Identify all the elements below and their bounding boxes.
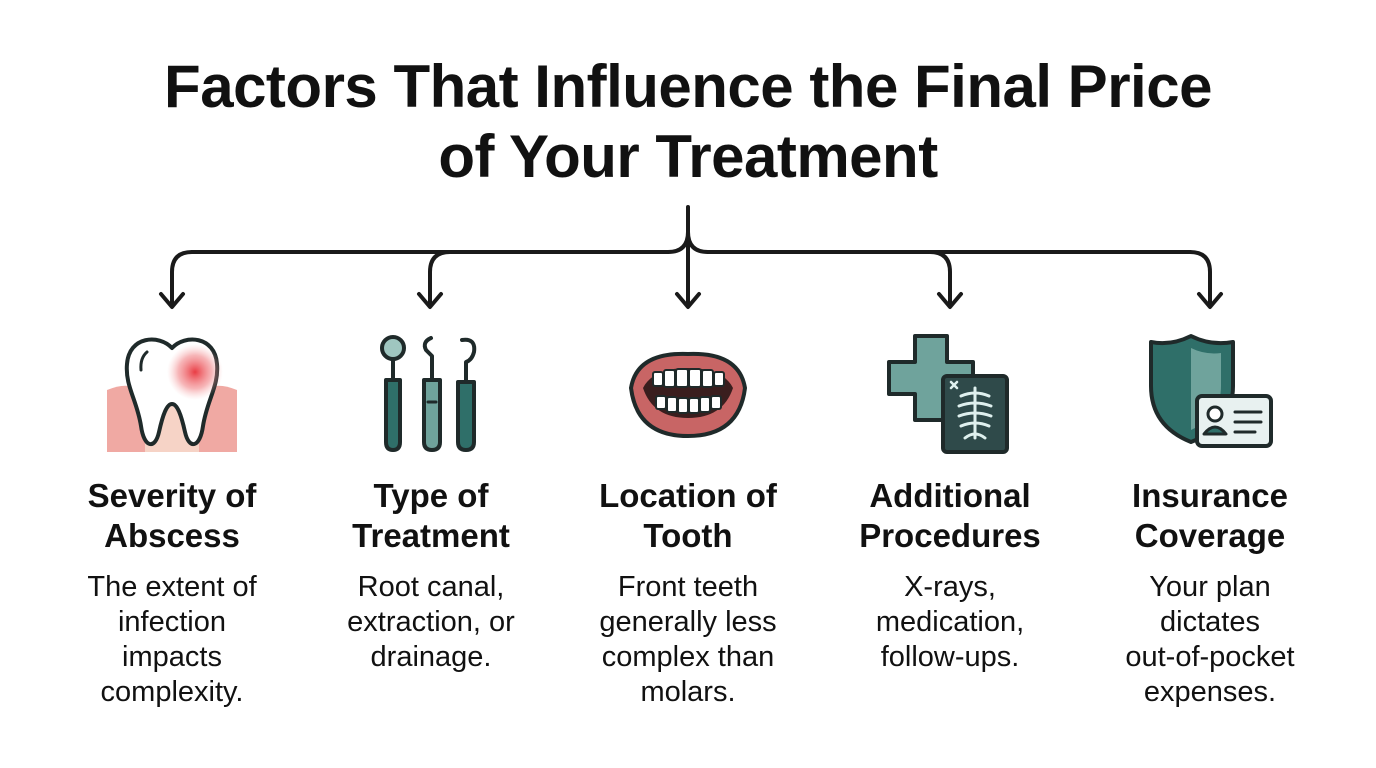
- title-line-1: Factors That Influence the Final Price: [164, 53, 1212, 120]
- connector-branch-5: [1188, 250, 1212, 307]
- factor-description: X-rays, medication, follow-ups.: [875, 571, 1025, 673]
- insurance-shield-card-icon: [1149, 334, 1273, 448]
- factor-heading: Type of Treatment: [352, 477, 510, 554]
- factor-description: Root canal, extraction, or drainage.: [347, 571, 515, 673]
- factor-heading: Location of Tooth: [599, 477, 777, 554]
- factor-heading: Insurance Coverage: [1132, 477, 1288, 554]
- factor-type-of-treatment: Type of Treatment Root canal, extraction…: [316, 330, 546, 730]
- dental-tools-icon: [380, 335, 477, 452]
- medical-xray-icon: [887, 334, 1009, 454]
- factor-heading: Severity of Abscess: [87, 477, 257, 554]
- factor-severity-of-abscess: Severity of Abscess The extent of infect…: [57, 330, 287, 730]
- title-line-2: of Your Treatment: [438, 123, 938, 190]
- arrowhead-4: [937, 292, 963, 309]
- factor-additional-procedures: Additional Procedures X-rays, medication…: [835, 330, 1065, 730]
- arrowhead-5: [1197, 292, 1223, 309]
- factor-description: Your plan dictates out-of-pocket expense…: [1125, 571, 1295, 708]
- factor-location-of-tooth: Location of Tooth Front teeth generally …: [573, 330, 803, 730]
- abscessed-tooth-icon: [107, 337, 237, 452]
- page-title: Factors That Influence the Final Price o…: [0, 52, 1376, 192]
- connector-curve-right: [686, 230, 710, 254]
- factor-description: Front teeth generally less complex than …: [599, 571, 777, 708]
- arrowhead-2: [417, 292, 443, 309]
- branch-connectors: [159, 205, 1223, 309]
- connector-branch-1: [170, 250, 194, 307]
- mouth-teeth-icon: [629, 351, 747, 438]
- factor-insurance-coverage: Insurance Coverage Your plan dictates ou…: [1095, 330, 1325, 730]
- arrowhead-1: [159, 292, 185, 309]
- factor-heading: Additional Procedures: [859, 477, 1041, 554]
- connector-branch-4: [928, 250, 952, 307]
- arrowhead-3: [675, 292, 701, 309]
- factor-description: The extent of infection impacts complexi…: [87, 571, 257, 708]
- connector-branch-2: [428, 250, 452, 307]
- connector-curve-left: [666, 230, 690, 254]
